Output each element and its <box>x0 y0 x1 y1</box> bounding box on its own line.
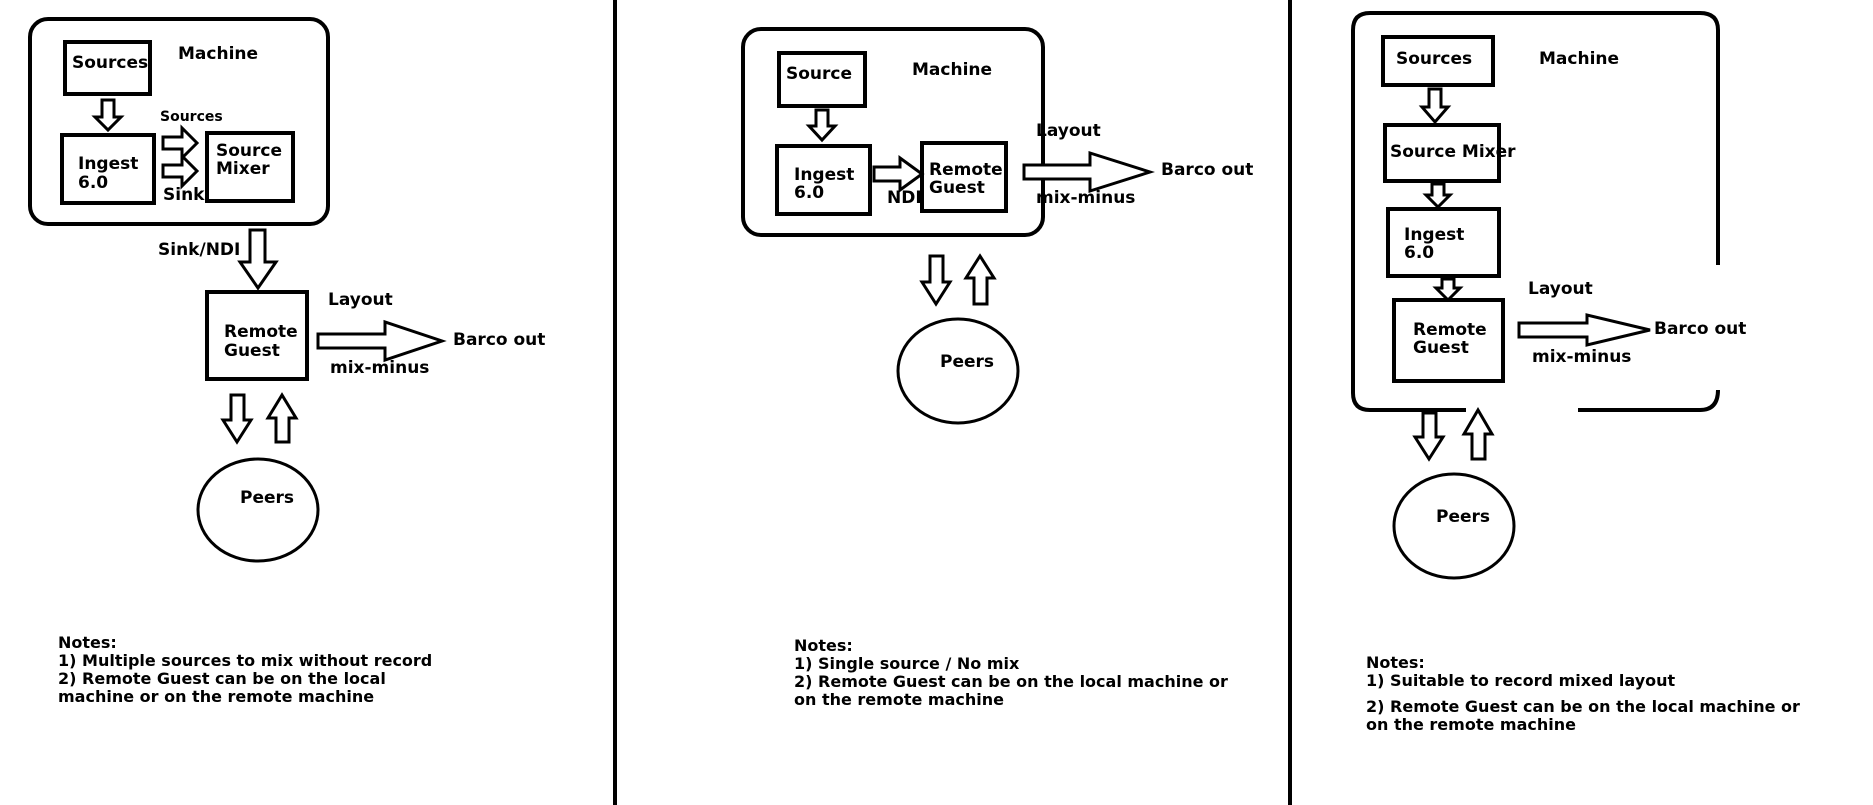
source-mixer-label-2: Mixer <box>216 159 270 179</box>
source-mixer-label: Source Mixer <box>1390 142 1516 162</box>
peers-circle <box>1392 472 1516 580</box>
panel-2: Machine Source Ingest 6.0 NDI Remote Gue… <box>741 27 1253 709</box>
arrow-down-ingest-guest <box>1432 277 1464 303</box>
arrow-right-barco <box>1022 150 1155 194</box>
source-box-label: Source <box>786 64 852 84</box>
sources-box <box>63 40 152 96</box>
ingest-label-2: 6.0 <box>78 173 108 193</box>
remote-guest-label-1: Remote <box>929 160 1003 180</box>
source-box <box>777 51 867 108</box>
ndi-label: NDI <box>887 188 922 208</box>
sources-box-label: Sources <box>72 53 148 73</box>
arrow-down-sources-ingest <box>91 98 125 133</box>
barco-out-label: Barco out <box>453 330 545 350</box>
source-mixer-box <box>205 131 295 203</box>
sources-arrow-label: Sources <box>160 109 223 125</box>
note-line: 1) Single source / No mix <box>794 654 1020 673</box>
note-line: 1) Multiple sources to mix without recor… <box>58 651 432 670</box>
peers-label: Peers <box>240 488 294 508</box>
arrow-down-to-peers <box>919 254 953 307</box>
machine-container <box>1351 11 1720 412</box>
remote-guest-box <box>205 290 309 381</box>
arrow-right-ingest-guest <box>872 155 925 193</box>
ingest-label-1: Ingest <box>794 165 854 185</box>
peers-label: Peers <box>940 352 994 372</box>
source-mixer-label-1: Source <box>216 141 282 161</box>
ingest-label-1: Ingest <box>1404 225 1464 245</box>
ingest-box <box>1386 207 1501 278</box>
note-line: on the remote machine <box>794 690 1004 709</box>
note-line: on the remote machine <box>1366 715 1576 734</box>
remote-guest-label-2: Guest <box>1413 338 1469 358</box>
arrow-right-sources <box>161 124 200 162</box>
arrow-right-barco <box>1517 313 1651 347</box>
sink-ndi-label: Sink/NDI <box>158 240 240 260</box>
sink-label: Sink <box>163 185 205 205</box>
arrow-up-from-peers <box>265 392 299 444</box>
note-line: 1) Suitable to record mixed layout <box>1366 671 1676 690</box>
remote-guest-box <box>920 141 1008 213</box>
arrow-up-from-peers <box>1461 407 1495 461</box>
note-line: 2) Remote Guest can be on the local <box>58 669 386 688</box>
arrow-down-to-peers <box>220 393 254 445</box>
notes-heading: Notes: <box>1366 653 1425 672</box>
panel-1: Machine Sources Ingest 6.0 Sources Sink … <box>28 17 545 706</box>
remote-guest-label-1: Remote <box>224 322 298 342</box>
peers-circle <box>896 317 1020 425</box>
peers-circle <box>196 457 320 563</box>
arrow-down-source-ingest <box>805 108 839 143</box>
barco-out-label: Barco out <box>1654 319 1746 339</box>
ingest-box <box>60 133 156 205</box>
ingest-label-2: 6.0 <box>1404 243 1434 263</box>
barco-out-label: Barco out <box>1161 160 1253 180</box>
peers-label: Peers <box>1436 507 1490 527</box>
ingest-label-1: Ingest <box>78 154 138 174</box>
machine-container <box>28 17 330 226</box>
sources-box-label: Sources <box>1396 49 1472 69</box>
arrow-up-from-peers <box>963 253 997 306</box>
remote-guest-label-2: Guest <box>929 178 985 198</box>
layout-label: Layout <box>1036 121 1101 141</box>
remote-guest-box <box>1392 298 1505 383</box>
notes-heading: Notes: <box>58 633 117 652</box>
note-line: 2) Remote Guest can be on the local mach… <box>1366 697 1800 716</box>
arrow-down-to-peers <box>1412 411 1446 462</box>
machine-label: Machine <box>178 44 258 64</box>
remote-guest-label-2: Guest <box>224 341 280 361</box>
arrow-down-mixer-ingest <box>1422 182 1454 210</box>
arrow-down-machine-guest <box>237 228 279 291</box>
note-line: machine or on the remote machine <box>58 687 374 706</box>
mix-minus-label: mix-minus <box>1036 188 1135 208</box>
ingest-label-2: 6.0 <box>794 183 824 203</box>
mix-minus-label: mix-minus <box>330 358 429 378</box>
note-line: 2) Remote Guest can be on the local mach… <box>794 672 1228 691</box>
layout-label: Layout <box>328 290 393 310</box>
arrow-down-sources-mixer <box>1418 87 1452 125</box>
panel-3: Machine Sources Source Mixer Ingest 6.0 … <box>1351 11 1800 734</box>
arrow-right-barco <box>316 319 447 363</box>
machine-label: Machine <box>912 60 992 80</box>
notes-heading: Notes: <box>794 636 853 655</box>
machine-label: Machine <box>1539 49 1619 69</box>
remote-guest-label-1: Remote <box>1413 320 1487 340</box>
arrow-right-sink <box>161 152 200 190</box>
sources-box <box>1381 35 1495 87</box>
machine-container <box>741 27 1045 237</box>
source-mixer-box <box>1383 123 1501 183</box>
layout-label: Layout <box>1528 279 1593 299</box>
mix-minus-label: mix-minus <box>1532 347 1631 367</box>
ingest-box <box>775 144 872 216</box>
